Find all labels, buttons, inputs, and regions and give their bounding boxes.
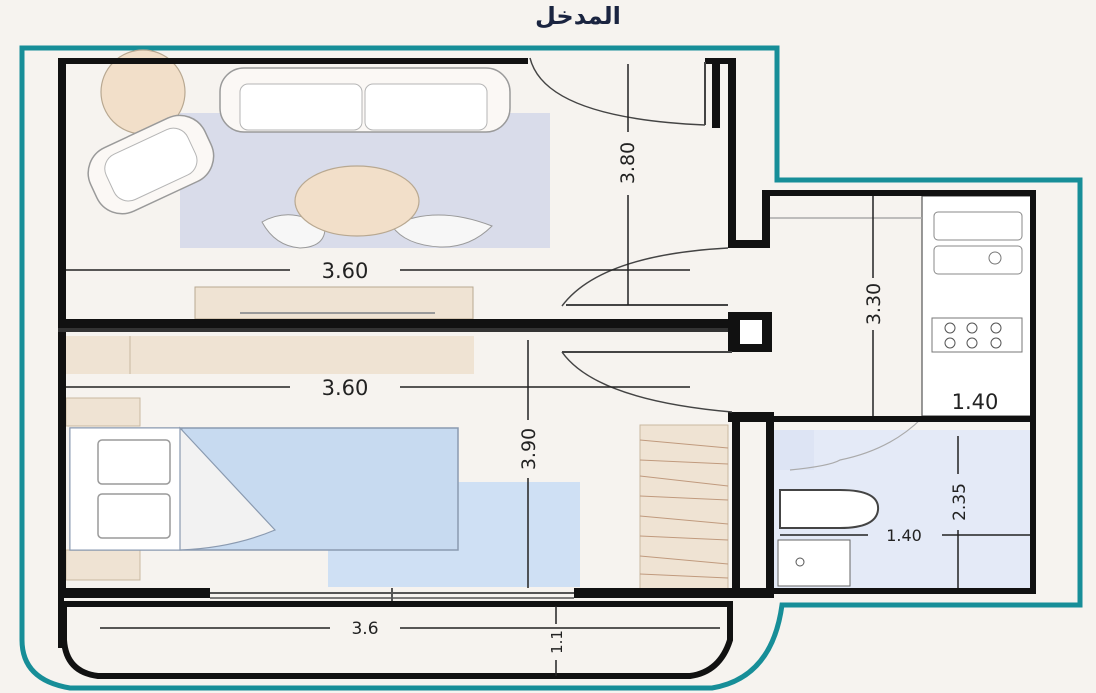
tv-console-icon [194, 286, 474, 320]
sink-icon [933, 245, 1023, 275]
dining-chairs-icon [261, 214, 493, 249]
sofa-icon [219, 67, 511, 133]
bedroom-shelf [66, 336, 474, 374]
bedroom [65, 336, 729, 591]
kitchen [770, 195, 1033, 417]
living-room [87, 49, 550, 320]
kitchen-width-label: 1.40 [952, 390, 999, 414]
entrance-door-icon [529, 57, 706, 126]
balcony-depth-label: 1.1 [548, 630, 566, 654]
bedroom-door-2-icon [561, 351, 733, 413]
nightstand-top [65, 397, 141, 427]
bath-width-label: 1.40 [886, 526, 922, 545]
bedroom-width-label: 3.60 [322, 376, 369, 400]
toilet-icon [779, 489, 880, 529]
entrance-label: المدخل [535, 2, 621, 30]
walls [58, 58, 1036, 648]
kitchen-cabinet-icon [933, 211, 1023, 241]
nightstand-bottom [65, 549, 141, 581]
bedroom-height-label: 3.90 [518, 428, 540, 470]
wardrobe-icon [639, 424, 729, 591]
balcony-outline [61, 601, 733, 679]
stove-icon [931, 317, 1023, 353]
bedroom-door-icon [561, 247, 729, 307]
bath-height-label: 2.35 [950, 483, 970, 521]
living-width-label: 3.60 [322, 259, 369, 283]
living-height-label: 3.80 [617, 142, 639, 184]
balcony-width-label: 3.6 [351, 619, 378, 639]
round-table-icon [294, 165, 420, 237]
dimension-lines [66, 64, 1030, 676]
bathroom [774, 417, 1034, 592]
bed-icon [69, 426, 459, 551]
washbasin-icon [777, 539, 851, 587]
armchair-icon [87, 114, 215, 215]
building-outline [19, 45, 1083, 691]
kitchen-height-label: 3.30 [863, 283, 885, 325]
